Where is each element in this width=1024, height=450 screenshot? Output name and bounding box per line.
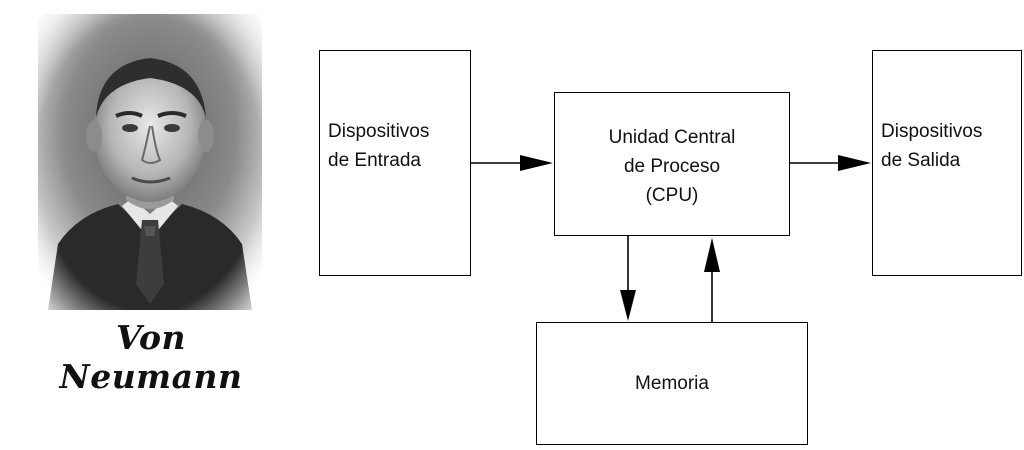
memory-label: Memoria (635, 373, 709, 394)
portrait-caption: Von Neumann (59, 318, 243, 396)
cpu-box: Unidad Central de Proceso (CPU) (554, 92, 790, 236)
arrow-cpu-to-memory (620, 236, 636, 321)
memory-box: Memoria (536, 322, 808, 445)
output-devices-label: Dispositivos de Salida (881, 121, 983, 171)
cpu-label: Unidad Central de Proceso (CPU) (608, 127, 736, 206)
arrow-memory-to-cpu (704, 238, 720, 322)
portrait-image (38, 14, 262, 310)
von-neumann-portrait (38, 14, 262, 310)
input-devices-label: Dispositivos de Entrada (328, 121, 430, 171)
input-devices-box: Dispositivos de Entrada (319, 50, 471, 276)
arrow-cpu-to-output (790, 155, 871, 171)
arrow-input-to-cpu (471, 155, 553, 171)
output-devices-box: Dispositivos de Salida (872, 50, 1022, 276)
